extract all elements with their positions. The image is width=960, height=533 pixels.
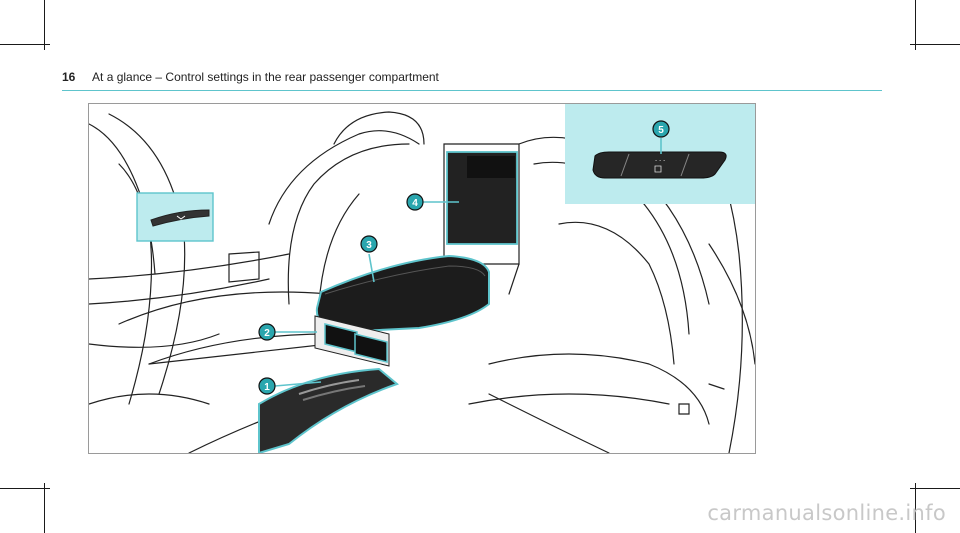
crop-mark-br-h	[910, 488, 960, 489]
watermark: carmanualsonline.info	[707, 501, 946, 525]
svg-text:1: 1	[264, 382, 270, 393]
crop-mark-br-v	[915, 483, 916, 533]
svg-text:3: 3	[366, 240, 372, 251]
callout-5: 5	[652, 120, 670, 138]
cup-holder-right	[354, 333, 388, 363]
center-console	[258, 367, 400, 453]
illustration-svg: - - - 1 2 3 4	[89, 104, 755, 453]
page-header: 16 At a glance – Control settings in the…	[62, 70, 882, 84]
svg-text:4: 4	[412, 198, 418, 209]
header-rule	[62, 90, 882, 91]
page-title: At a glance – Control settings in the re…	[92, 70, 439, 84]
rear-compartment-illustration: - - - 1 2 3 4	[88, 103, 756, 454]
callout-4: 4	[406, 193, 424, 211]
callout-3: 3	[360, 235, 378, 253]
crop-mark-bl-v	[44, 483, 45, 533]
crop-mark-bl-h	[0, 488, 50, 489]
seat-control-panel	[592, 151, 727, 179]
seat-heating-icon	[654, 165, 662, 173]
crop-mark-tr-h	[910, 44, 960, 45]
svg-text:2: 2	[264, 328, 270, 339]
callout-2: 2	[258, 323, 276, 341]
crop-mark-tl-h	[0, 44, 50, 45]
crop-mark-tl-v	[44, 0, 45, 50]
page-number: 16	[62, 70, 76, 84]
svg-text:- - -: - - -	[655, 157, 665, 164]
callout-1: 1	[258, 377, 276, 395]
crop-mark-tr-v	[915, 0, 916, 50]
armrest	[315, 254, 490, 334]
svg-text:5: 5	[658, 125, 664, 136]
